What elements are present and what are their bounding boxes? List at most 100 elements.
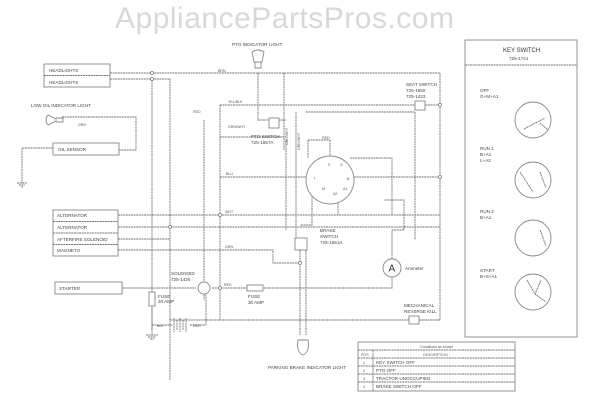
key-position-off-icon	[514, 101, 552, 139]
fuse-20-rating: 20 AMP	[158, 299, 174, 304]
terminal-label: M	[322, 187, 325, 191]
terminal-label: L	[314, 176, 316, 180]
wire-label: RED	[224, 283, 232, 287]
ammeter-label: Ammeter	[405, 266, 424, 271]
pto-switch-part: 725-1657A	[251, 140, 274, 145]
fuse-30-label: FUSE	[248, 294, 260, 299]
wire-labels: BRN YEL/BLK RED GRN/WHT BLU WHT GRN RED …	[78, 69, 330, 328]
watermark: AppliancePartsPros.com	[115, 2, 454, 35]
fuse-30-rating: 30 AMP	[248, 300, 264, 305]
table-cell: BRAKE SWITCH OFF	[376, 384, 422, 389]
alternator-label: ALTERNATOR	[57, 213, 88, 218]
ground-icon	[146, 334, 158, 340]
headlights-label: HEADLIGHTS	[49, 68, 78, 73]
seat-switch-icon	[414, 100, 426, 111]
headlights-label: HEADLIGHTS	[49, 80, 78, 85]
terminal-label: G	[340, 163, 343, 167]
pto-switch-icon	[268, 117, 280, 129]
table-header: POS	[361, 353, 369, 357]
headlights-connector: HEADLIGHTS HEADLIGHTS	[43, 63, 111, 88]
panel-part-number: 725-1741	[509, 56, 529, 61]
wire-label: BRN	[218, 69, 226, 73]
wire-label: GRN	[225, 245, 233, 249]
low-oil-light-label: LOW OIL INDICATOR LIGHT	[31, 103, 91, 108]
solenoid-label: SOLENOID	[171, 271, 195, 276]
position-name: RUN 1	[480, 146, 494, 151]
reverse-kill-label: REVERSE KILL	[404, 309, 437, 314]
position-name: OFF	[480, 88, 489, 93]
solenoid-part: 725-1426	[171, 277, 191, 282]
wire-label: GRN/WHT	[297, 132, 301, 150]
seat-switch-part: 725-1423	[406, 94, 426, 99]
pto-indicator-bulb-icon	[251, 49, 265, 69]
position-circuit: B+A1	[480, 152, 492, 157]
oil-sensor-label: OIL SENSOR	[58, 147, 87, 152]
conditions-table: Conditions as shown POS DESCRIPTION 1 KE…	[357, 341, 516, 392]
key-position-start-icon	[514, 273, 552, 311]
wire-label: BLK	[157, 324, 164, 328]
fuse-30-icon	[246, 284, 264, 292]
afterfire-solenoid-label: AFTERFIRE SOLENOID	[57, 237, 108, 242]
parking-brake-bulb-icon	[297, 339, 309, 356]
key-switch-panel: KEY SWITCH 725-1741 OFF G+M+A1 RUN 1 B+A…	[464, 39, 578, 338]
starter	[54, 281, 123, 295]
pto-indicator-light-label: PTO INDICATOR LIGHT	[232, 42, 282, 47]
position-circuit: L+A2	[480, 158, 491, 163]
fuse-20-label: FUSE	[158, 294, 170, 299]
terminal-label: A1	[343, 187, 347, 191]
ground-icon	[17, 182, 27, 188]
wire-label: WHT	[225, 210, 234, 214]
seat-switch-label: SEAT SWITCH	[406, 82, 437, 87]
brake-switch-label: BRAKE	[320, 228, 336, 233]
position-name: RUN 2	[480, 209, 494, 214]
reverse-kill-label: MECHANICAL	[404, 303, 435, 308]
table-cell: 3	[363, 377, 365, 381]
alternator-connector: ALTERNATOR ALTERNATOR AFTERFIRE SOLENOID…	[52, 209, 119, 257]
magneto-label: MAGNETO	[57, 248, 81, 253]
starter-label: STARTER	[59, 286, 81, 291]
table-cell: 2	[363, 369, 365, 373]
table-caption: Conditions as shown	[420, 345, 453, 349]
table-cell: KEY SWITCH OFF	[376, 360, 415, 365]
table-cell: TRACTOR UNOCCUPIED	[376, 376, 431, 381]
position-name: START	[480, 268, 495, 273]
ammeter-icon	[382, 258, 402, 278]
key-switch: S G L B M A2 A1	[305, 155, 355, 205]
table-cell: PTO OFF	[376, 368, 396, 373]
wire-label: ORN/WHT	[285, 127, 289, 145]
wire-label: RED	[193, 324, 201, 328]
panel-title: KEY SWITCH	[503, 48, 540, 54]
low-oil-bulb-icon	[45, 114, 64, 126]
table-cell: 4	[363, 385, 365, 389]
pto-switch-label: PTO SWITCH	[251, 134, 280, 139]
position-circuit: B+A1	[480, 215, 492, 220]
seat-switch-part: 725-1550	[406, 88, 426, 93]
wire-junctions	[150, 71, 442, 290]
fuse-20-icon	[148, 291, 156, 307]
position-circuit: G+M+A1	[480, 94, 499, 99]
wire-label: RED	[322, 136, 330, 140]
wire-label: YEL/BLK	[228, 100, 243, 104]
parking-brake-light-label: PARKING BRAKE INDICATOR LIGHT	[268, 365, 346, 370]
ammeter-symbol: A	[389, 264, 396, 275]
table-cell: 1	[363, 361, 365, 365]
wire-label: GRN/WHT	[228, 125, 246, 129]
oil-sensor	[52, 142, 120, 156]
key-position-run1-icon	[514, 161, 552, 199]
terminal-label: B	[347, 177, 350, 181]
wire-label: RED	[193, 110, 201, 114]
wire-label: BLU	[226, 172, 233, 176]
alternator-label: ALTERNATOR	[57, 225, 88, 230]
battery-icon	[173, 318, 187, 332]
brake-switch-part: 725-1651A	[320, 240, 343, 245]
position-circuit: B+S+A1	[480, 274, 498, 279]
key-position-run2-icon	[514, 219, 552, 257]
terminal-label: S	[328, 163, 331, 167]
table-header: DESCRIPTION	[423, 353, 448, 357]
terminal-label: A2	[333, 192, 337, 196]
solenoid-icon	[197, 281, 211, 295]
wire-label: GRN	[78, 123, 86, 127]
brake-switch-label: SWITCH	[320, 234, 338, 239]
reverse-kill-switch-icon	[408, 315, 420, 325]
